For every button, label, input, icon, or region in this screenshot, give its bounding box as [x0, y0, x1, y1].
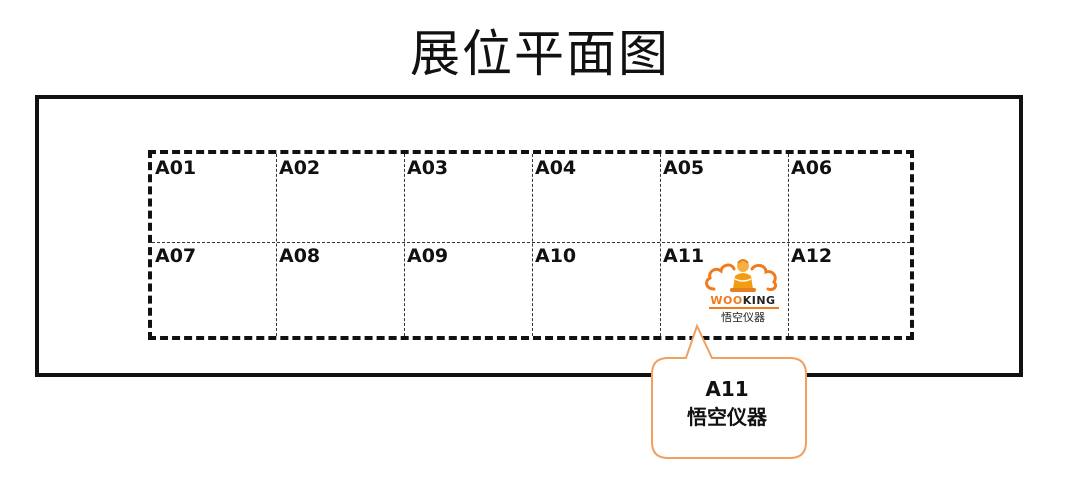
booth-label: A03	[407, 157, 449, 179]
booth-label: A04	[535, 157, 577, 179]
booth-label: A05	[663, 157, 705, 179]
booth-label: A01	[155, 157, 197, 179]
callout-company: 悟空仪器	[687, 405, 767, 429]
booth-a11[interactable]: A11	[660, 242, 788, 336]
logo-wordmark: WOOKING	[710, 294, 776, 307]
booth-divider	[404, 154, 405, 336]
booth-label: A07	[155, 245, 197, 267]
row-divider	[152, 242, 910, 243]
wooking-logo: WOOKING 悟空仪器	[700, 255, 786, 329]
booth-label: A12	[791, 245, 833, 267]
booth-divider	[660, 154, 661, 336]
booth-a01[interactable]: A01	[152, 154, 276, 242]
booth-label: A08	[279, 245, 321, 267]
page-title: 展位平面图	[410, 25, 670, 83]
booth-a10[interactable]: A10	[532, 242, 660, 336]
booth-a04[interactable]: A04	[532, 154, 660, 242]
booth-grid: A01 A02 A03 A04 A05 A06 A07 A08 A09 A10 …	[148, 150, 914, 340]
booth-label: A09	[407, 245, 449, 267]
booth-divider	[276, 154, 277, 336]
booth-a09[interactable]: A09	[404, 242, 532, 336]
wooking-mascot-icon	[705, 259, 778, 292]
booth-label: A10	[535, 245, 577, 267]
callout-text: A11 悟空仪器	[652, 375, 802, 431]
booth-label: A06	[791, 157, 833, 179]
exhibition-hall	[35, 95, 1023, 377]
booth-a06[interactable]: A06	[788, 154, 910, 242]
booth-a12[interactable]: A12	[788, 242, 910, 336]
booth-divider	[532, 154, 533, 336]
booth-a05[interactable]: A05	[660, 154, 788, 242]
booth-a03[interactable]: A03	[404, 154, 532, 242]
logo-chinese-name: 悟空仪器	[721, 311, 765, 324]
booth-label: A11	[663, 245, 705, 267]
booth-label: A02	[279, 157, 321, 179]
booth-a02[interactable]: A02	[276, 154, 404, 242]
booth-a08[interactable]: A08	[276, 242, 404, 336]
logo-underline	[709, 307, 779, 309]
callout-booth: A11	[705, 377, 749, 401]
booth-a07[interactable]: A07	[152, 242, 276, 336]
booth-divider	[788, 154, 789, 336]
